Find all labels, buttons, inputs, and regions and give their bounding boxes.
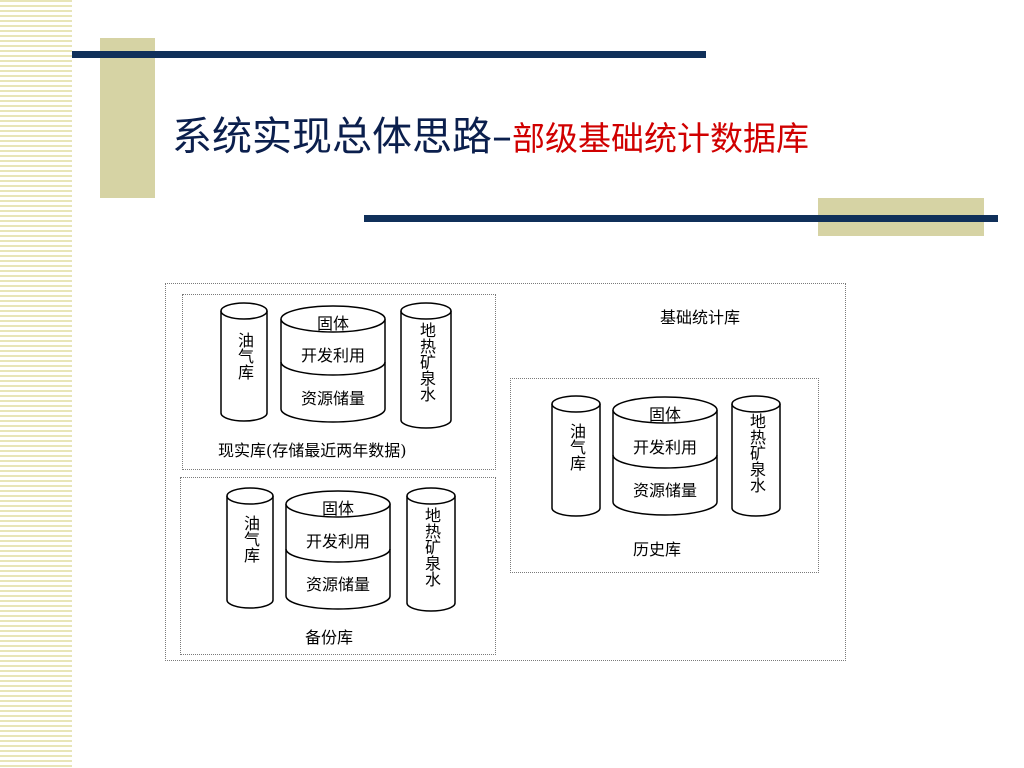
history-solid-top-label: 固体 xyxy=(648,405,681,424)
current-db-box xyxy=(182,294,496,470)
history-solid-mid-label: 开发利用 xyxy=(632,438,697,457)
decorative-line-bottom xyxy=(364,215,998,222)
decorative-square-top xyxy=(100,38,155,198)
slide-title: 系统实现总体思路–部级基础统计数据库 xyxy=(172,104,809,162)
backup-geo-cylinder: 地热矿泉水 xyxy=(406,487,456,613)
current-oil-cylinder: 油气库 xyxy=(220,302,268,422)
current-solid-top-label: 固体 xyxy=(316,314,349,333)
history-solid-bottom-label: 资源储量 xyxy=(632,481,697,500)
current-geo-cylinder: 地热矿泉水 xyxy=(400,302,452,430)
backup-solid-bottom-label: 资源储量 xyxy=(305,575,370,594)
backup-solid-top-label: 固体 xyxy=(321,499,354,518)
history-oil-cylinder: 油气库 xyxy=(551,395,601,517)
history-geo-label: 地热矿泉水 xyxy=(747,413,766,493)
current-solid-mid-label: 开发利用 xyxy=(300,346,365,365)
backup-solid-cylinder: 固体 开发利用 资源储量 xyxy=(285,490,391,612)
decorative-line-top xyxy=(72,51,706,58)
decorative-stripes xyxy=(0,0,72,768)
current-db-label: 现实库(存储最近两年数据) xyxy=(218,441,407,460)
title-dash: – xyxy=(492,114,512,160)
history-db-box xyxy=(510,378,819,573)
history-oil-label: 油气库 xyxy=(567,423,586,471)
backup-oil-label: 油气库 xyxy=(241,515,260,563)
current-solid-cylinder: 固体 开发利用 资源储量 xyxy=(280,305,386,425)
current-geo-label: 地热矿泉水 xyxy=(417,322,436,402)
current-solid-bottom-label: 资源储量 xyxy=(300,389,365,408)
history-solid-cylinder: 固体 开发利用 资源储量 xyxy=(612,396,718,518)
backup-db-label: 备份库 xyxy=(305,628,354,647)
backup-oil-cylinder: 油气库 xyxy=(226,487,274,609)
history-db-label: 历史库 xyxy=(633,540,682,559)
backup-geo-label: 地热矿泉水 xyxy=(422,507,441,587)
backup-db-box xyxy=(180,477,496,655)
base-stats-db-label: 基础统计库 xyxy=(660,308,741,327)
base-stats-db-box xyxy=(165,283,846,661)
title-subtitle: 部级基础统计数据库 xyxy=(512,119,809,158)
backup-solid-mid-label: 开发利用 xyxy=(305,532,370,551)
title-main: 系统实现总体思路 xyxy=(172,114,492,160)
history-geo-cylinder: 地热矿泉水 xyxy=(731,395,781,517)
current-oil-label: 油气库 xyxy=(235,332,254,380)
